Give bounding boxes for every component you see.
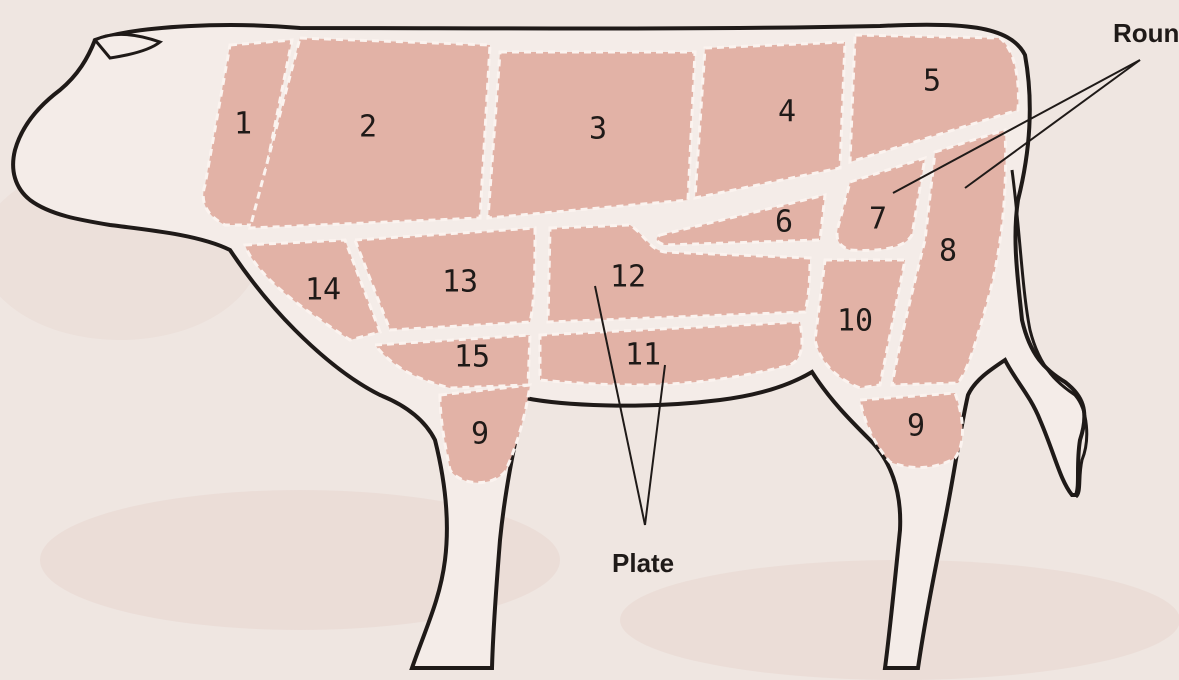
cut-label-14: 14 bbox=[305, 273, 341, 308]
cut-label-1: 1 bbox=[234, 107, 252, 142]
cut-label-9b: 9 bbox=[907, 409, 925, 444]
cut-label-6: 6 bbox=[775, 205, 793, 240]
cut-label-10: 10 bbox=[837, 304, 873, 339]
round-callout-label: Round bbox=[1113, 18, 1179, 48]
cut-label-12: 12 bbox=[610, 260, 646, 295]
cut-label-13: 13 bbox=[442, 265, 478, 300]
cut-label-7: 7 bbox=[869, 202, 887, 237]
cut-label-8: 8 bbox=[939, 234, 957, 269]
cut-label-11: 11 bbox=[625, 338, 661, 373]
cut-label-5: 5 bbox=[923, 64, 941, 99]
cut-label-3: 3 bbox=[589, 112, 607, 147]
cut-label-4: 4 bbox=[778, 95, 796, 130]
plate-callout-label: Plate bbox=[612, 548, 674, 578]
cut-label-2: 2 bbox=[359, 110, 377, 145]
cut-label-15: 15 bbox=[454, 340, 490, 375]
cut-label-9a: 9 bbox=[471, 417, 489, 452]
